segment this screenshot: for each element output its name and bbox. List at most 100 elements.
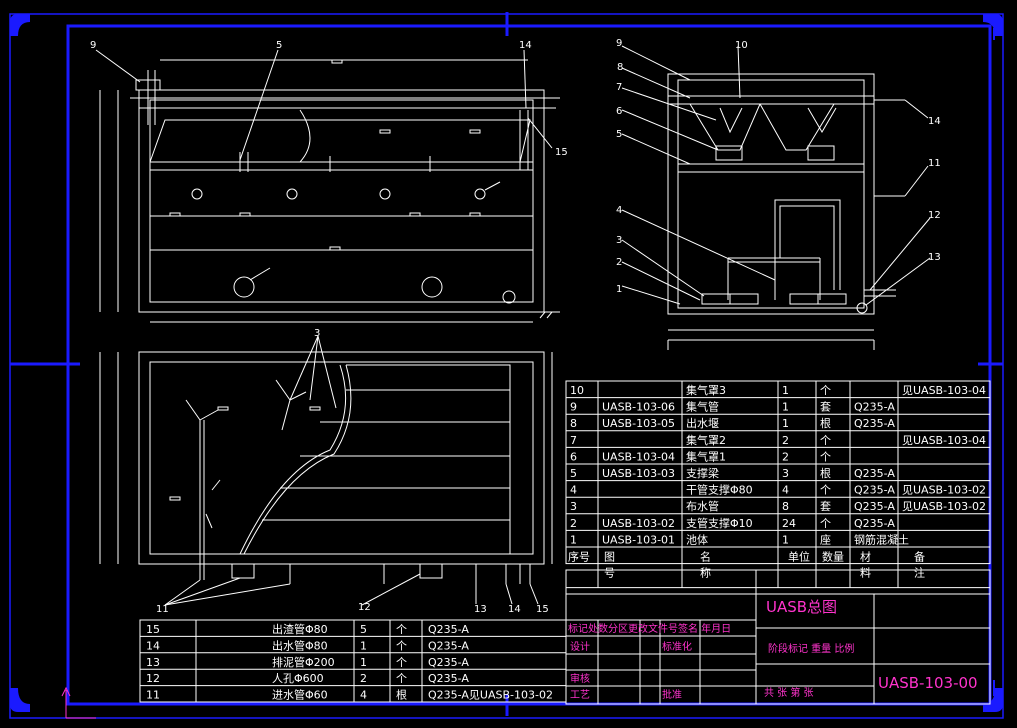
upper-cell-9-0: 1 xyxy=(570,533,577,546)
upper-cell-5-1: UASB-103-03 xyxy=(602,467,675,480)
upper-cell-1-2: 集气管 xyxy=(686,400,719,414)
upper-cell-1-0: 9 xyxy=(570,401,577,414)
callout-plan-5: 15 xyxy=(536,604,549,615)
callout-front-0: 9 xyxy=(90,40,96,51)
lower-cell-4-3: 根 xyxy=(396,688,407,702)
lower-cell-0-2: 5 xyxy=(360,623,367,636)
upper-header2-2: 料 xyxy=(860,566,871,580)
lower-cell-2-4: Q235-A xyxy=(428,656,469,669)
callout-side-8: 4 xyxy=(616,205,622,216)
upper-cell-9-3: 1 xyxy=(782,533,789,546)
lower-cell-1-0: 14 xyxy=(146,639,160,652)
lower-cell-1-1: 出水管Φ80 xyxy=(272,638,328,652)
lower-cell-4-4: Q235-A见UASB-103-02 xyxy=(428,689,553,702)
standard-label: 标准化 xyxy=(662,640,692,653)
lower-cell-0-0: 15 xyxy=(146,623,160,636)
upper-cell-2-4: 根 xyxy=(820,416,831,430)
upper-cell-4-0: 6 xyxy=(570,450,577,463)
upper-cell-5-5: Q235-A xyxy=(854,467,895,480)
process-label: 工艺 xyxy=(570,689,590,701)
upper-cell-7-2: 布水管 xyxy=(686,499,719,513)
callout-plan-0: 3 xyxy=(314,328,320,339)
upper-cell-6-5: Q235-A xyxy=(854,484,895,497)
upper-cell-2-3: 1 xyxy=(782,417,789,430)
upper-cell-9-5: 钢筋混凝土 xyxy=(854,532,909,546)
upper-cell-0-3: 1 xyxy=(782,384,789,397)
upper-cell-9-2: 池体 xyxy=(686,532,708,546)
upper-header2-3: 注 xyxy=(914,566,925,580)
approve-label: 批准 xyxy=(662,688,682,701)
upper-cell-4-1: UASB-103-04 xyxy=(602,450,675,463)
callout-side-2: 8 xyxy=(617,62,623,73)
lower-cell-0-3: 个 xyxy=(396,623,407,636)
upper-cell-5-2: 支撑梁 xyxy=(686,466,719,480)
upper-cell-6-6: 见UASB-103-02 xyxy=(902,484,986,497)
upper-cell-7-6: 见UASB-103-02 xyxy=(902,500,986,513)
callout-side-6: 14 xyxy=(928,116,941,127)
front-elevation-view xyxy=(99,59,560,323)
upper-cell-8-2: 支管支撑Φ10 xyxy=(686,516,753,530)
upper-cell-7-4: 套 xyxy=(820,500,831,513)
upper-cell-1-4: 套 xyxy=(820,401,831,414)
callout-front-2: 14 xyxy=(519,40,532,51)
upper-cell-8-5: Q235-A xyxy=(854,517,895,530)
upper-cell-8-1: UASB-103-02 xyxy=(602,517,675,530)
upper-cell-2-0: 8 xyxy=(570,417,577,430)
upper-cell-5-0: 5 xyxy=(570,467,577,480)
upper-cell-1-1: UASB-103-06 xyxy=(602,401,675,414)
callout-side-12: 12 xyxy=(928,210,941,221)
upper-cell-9-4: 座 xyxy=(820,532,831,546)
sheets-label: 共 张 第 张 xyxy=(764,686,814,699)
lower-cell-2-1: 排泥管Φ200 xyxy=(272,655,335,669)
drawing-title: UASB总图 xyxy=(766,598,837,616)
upper-header-2: 名 xyxy=(700,550,711,564)
lower-cell-1-3: 个 xyxy=(396,639,407,652)
upper-header-1: 图 xyxy=(604,551,615,564)
lower-cell-4-1: 进水管Φ60 xyxy=(272,688,328,702)
side-section-view xyxy=(667,73,905,350)
upper-cell-0-2: 集气罩3 xyxy=(686,383,726,397)
callout-side-4: 6 xyxy=(616,106,622,117)
upper-cell-8-0: 2 xyxy=(570,517,577,530)
ucs-icon xyxy=(61,686,96,719)
callout-front-1: 5 xyxy=(276,40,282,51)
upper-cell-3-3: 2 xyxy=(782,434,789,447)
upper-cell-4-2: 集气罩1 xyxy=(686,449,726,463)
upper-cell-2-5: Q235-A xyxy=(854,417,895,430)
callout-side-3: 7 xyxy=(616,82,622,93)
lower-cell-1-2: 1 xyxy=(360,639,367,652)
plan-view xyxy=(99,351,553,584)
lower-cell-3-1: 人孔Φ600 xyxy=(272,672,324,685)
callout-plan-3: 13 xyxy=(474,604,487,615)
sheet-frame xyxy=(9,12,1004,719)
upper-cell-5-4: 根 xyxy=(820,466,831,480)
callout-side-13: 13 xyxy=(928,252,941,263)
upper-cell-5-3: 3 xyxy=(782,467,789,480)
callout-side-9: 3 xyxy=(616,235,622,246)
review-label: 审核 xyxy=(570,672,590,685)
upper-cell-7-0: 3 xyxy=(570,500,577,513)
lower-cell-0-1: 出渣管Φ80 xyxy=(272,622,328,636)
callout-side-11: 1 xyxy=(616,284,622,295)
upper-cell-4-4: 个 xyxy=(820,450,831,463)
upper-cell-6-0: 4 xyxy=(570,484,577,497)
lower-cell-4-0: 11 xyxy=(146,689,160,702)
upper-cell-1-3: 1 xyxy=(782,401,789,414)
lower-cell-1-4: Q235-A xyxy=(428,639,469,652)
upper-cell-7-5: Q235-A xyxy=(854,500,895,513)
lower-cell-4-2: 4 xyxy=(360,689,367,702)
upper-header2-1: 称 xyxy=(700,566,711,580)
callout-plan-1: 11 xyxy=(156,604,169,615)
callout-leaders xyxy=(95,45,931,606)
lower-cell-3-4: Q235-A xyxy=(428,672,469,685)
callout-side-0: 9 xyxy=(616,38,622,49)
callout-plan-4: 14 xyxy=(508,604,521,615)
callout-side-1: 10 xyxy=(735,40,748,51)
upper-cell-7-3: 8 xyxy=(782,500,789,513)
upper-cell-3-2: 集气罩2 xyxy=(686,433,726,447)
callout-plan-2: 12 xyxy=(358,602,371,613)
upper-header2-0: 号 xyxy=(604,567,615,580)
